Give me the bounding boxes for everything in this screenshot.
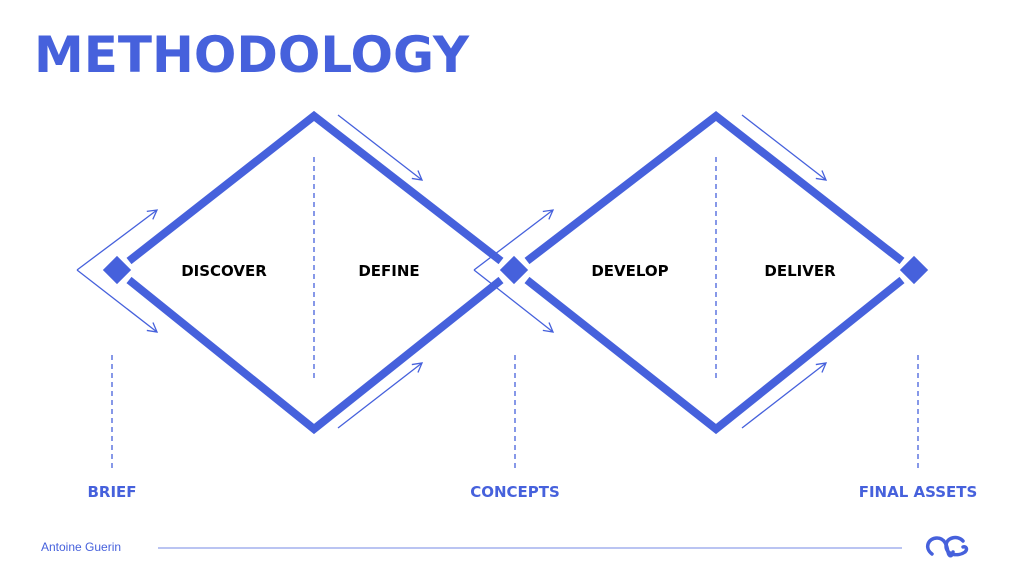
diamond-2-bottom — [524, 276, 905, 435]
author-name: Antoine Guerin — [41, 540, 122, 554]
phase-deliver: DELIVER — [764, 262, 836, 280]
page-title: METHODOLOGY — [34, 26, 470, 84]
diverge-arrow-2b — [473, 269, 555, 333]
phase-discover: DISCOVER — [181, 262, 267, 280]
concepts-node — [499, 255, 529, 285]
diamond-2-top — [524, 110, 905, 265]
diverge-arrow-1 — [76, 209, 159, 271]
converge-arrow-2b — [741, 362, 828, 429]
phase-develop: DEVELOP — [591, 262, 668, 280]
brief-node — [102, 255, 132, 285]
phase-define: DEFINE — [358, 262, 419, 280]
final-assets-node — [899, 255, 929, 285]
diamond-1-top — [126, 110, 504, 265]
diverge-arrow-2 — [473, 209, 555, 271]
converge-arrow-2a — [741, 114, 828, 181]
ag-logo-icon — [925, 535, 969, 558]
diverge-arrow-1b — [76, 269, 159, 333]
milestone-brief: BRIEF — [87, 483, 136, 501]
milestone-final-assets: FINAL ASSETS — [859, 483, 978, 501]
converge-arrow-1a — [337, 114, 424, 181]
diamond-1-bottom — [126, 276, 504, 435]
converge-arrow-1b — [337, 362, 424, 429]
milestone-concepts: CONCEPTS — [470, 483, 560, 501]
